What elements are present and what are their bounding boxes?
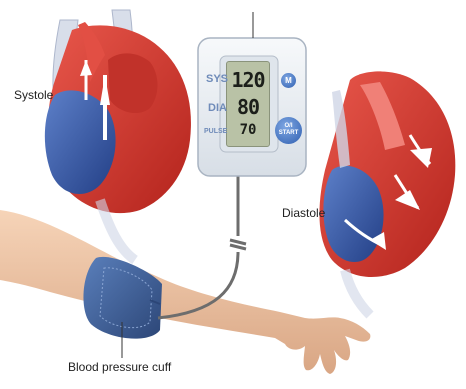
dia-label: DIA	[208, 102, 227, 114]
arm	[0, 210, 370, 374]
pulse-label: PULSE	[204, 128, 227, 135]
lcd-screen: 120 80 70	[226, 61, 270, 147]
start-button-text: START	[275, 130, 302, 137]
start-button-power-text: O/I	[275, 123, 302, 130]
systole-heart	[45, 10, 191, 260]
sys-label: SYS	[206, 73, 228, 85]
cuff-label: Blood pressure cuff	[68, 360, 171, 374]
diastolic-reading: 80	[227, 95, 269, 119]
diastole-label: Diastole	[282, 206, 325, 220]
memory-button[interactable]: M	[281, 73, 296, 88]
systole-label: Systole	[14, 88, 53, 102]
diastole-heart	[319, 71, 455, 315]
systolic-reading: 120	[227, 68, 269, 92]
pulse-reading: 70	[227, 122, 269, 138]
start-button[interactable]: O/I START	[275, 117, 302, 144]
blood-pressure-cuff	[83, 257, 162, 339]
